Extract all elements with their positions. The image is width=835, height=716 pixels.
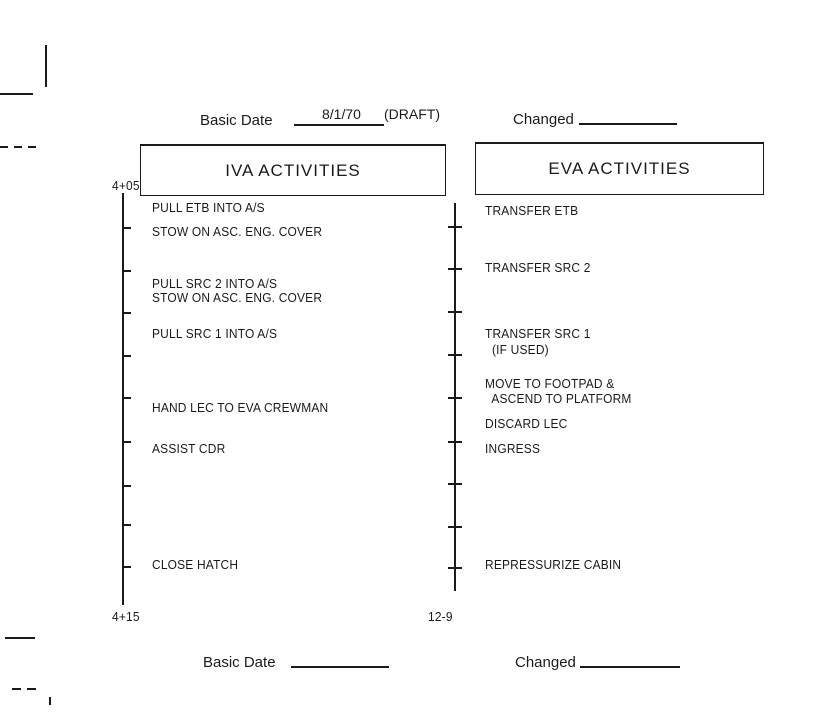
eva-activities-heading: EVA ACTIVITIES: [475, 142, 764, 195]
iva-tick: [122, 312, 131, 314]
margin-dash: [27, 688, 36, 690]
eva-item: REPRESSURIZE CABIN: [485, 557, 622, 572]
footer-basic-date-label: Basic Date: [203, 654, 276, 671]
eva-item: DISCARD LEC: [485, 416, 568, 431]
time-end: 4+15: [112, 609, 140, 624]
draft-note: (DRAFT): [384, 106, 440, 122]
iva-tick: [122, 270, 131, 272]
eva-item: MOVE TO FOOTPAD & ASCEND TO PLATFORM: [485, 376, 632, 406]
margin-dash: [5, 637, 35, 639]
eva-tick: [448, 526, 462, 528]
eva-tick: [448, 311, 462, 313]
margin-mark: [49, 697, 51, 705]
iva-activities-heading: IVA ACTIVITIES: [140, 144, 446, 196]
margin-dash: [12, 688, 21, 690]
iva-item: PULL SRC 2 INTO A/S STOW ON ASC. ENG. CO…: [152, 276, 323, 305]
margin-dash: [14, 146, 22, 148]
changed-underline: [579, 123, 677, 125]
margin-dash: [0, 146, 8, 148]
eva-tick: [448, 354, 462, 356]
iva-tick: [122, 524, 131, 526]
eva-item: TRANSFER ETB: [485, 203, 579, 218]
iva-item: PULL SRC 1 INTO A/S: [152, 326, 278, 341]
iva-item: STOW ON ASC. ENG. COVER: [152, 224, 323, 239]
basic-date-label: Basic Date: [200, 112, 273, 129]
eva-item: TRANSFER SRC 2: [485, 260, 591, 275]
iva-item: HAND LEC TO EVA CREWMAN: [152, 400, 329, 415]
time-start: 4+05: [112, 178, 140, 193]
margin-bar: [45, 45, 47, 87]
eva-title: EVA ACTIVITIES: [548, 159, 691, 178]
iva-item: ASSIST CDR: [152, 441, 226, 456]
footer-changed-label: Changed: [515, 654, 576, 671]
page-number: 12-9: [428, 609, 453, 624]
eva-tick: [448, 567, 462, 569]
iva-tick: [122, 485, 131, 487]
margin-dash: [0, 93, 33, 95]
eva-tick: [448, 483, 462, 485]
eva-item: INGRESS: [485, 441, 541, 456]
eva-tick: [448, 441, 462, 443]
iva-tick: [122, 566, 131, 568]
margin-dash: [28, 146, 36, 148]
iva-item: CLOSE HATCH: [152, 557, 239, 572]
iva-item: PULL ETB INTO A/S: [152, 200, 265, 215]
iva-tick: [122, 397, 131, 399]
footer-basic-date-underline: [291, 666, 389, 668]
eva-item: TRANSFER SRC 1 (IF USED): [485, 326, 591, 357]
basic-date-value: 8/1/70: [322, 106, 361, 122]
iva-tick: [122, 227, 131, 229]
footer-changed-underline: [580, 666, 680, 668]
iva-tick: [122, 355, 131, 357]
changed-label: Changed: [513, 111, 574, 128]
iva-timeline: [122, 193, 124, 605]
iva-title: IVA ACTIVITIES: [225, 160, 361, 180]
eva-tick: [448, 397, 462, 399]
eva-tick: [448, 226, 462, 228]
iva-tick: [122, 441, 131, 443]
basic-date-underline: [294, 124, 384, 126]
eva-tick: [448, 268, 462, 270]
